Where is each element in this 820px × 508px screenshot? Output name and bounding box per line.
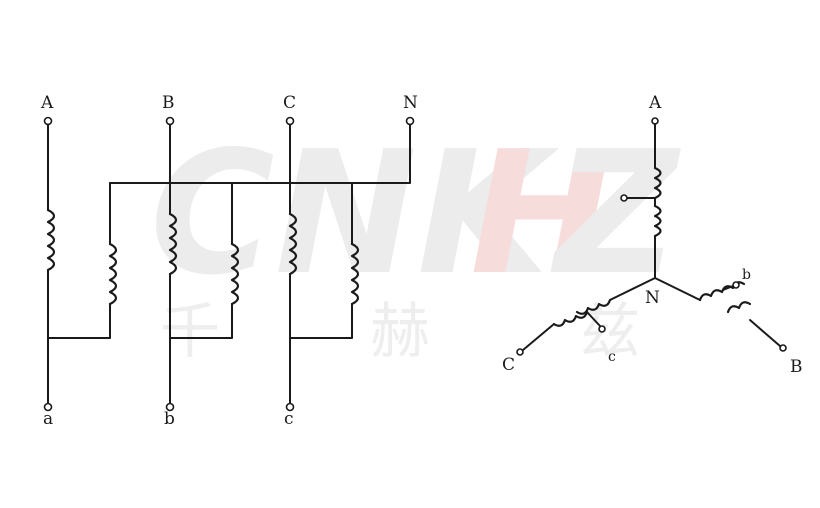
phasor-terminal-C: [516, 348, 524, 356]
phasor-b-wire-1: [654, 277, 701, 301]
phasor-c-coil-2: [552, 310, 589, 327]
label-b-left: b: [164, 409, 175, 429]
phasor-c-tap: [586, 311, 601, 327]
winding-zig-2: [230, 242, 240, 306]
wire-zig-3-to-c: [289, 303, 353, 339]
phasor-b-arm: [654, 277, 787, 352]
zigzag-phasor-diagram: A N b B C: [502, 93, 803, 377]
watermark-text-1: CNK: [150, 115, 560, 313]
phasor-b-coil-2: [726, 301, 752, 314]
winding-c-primary: [288, 212, 298, 276]
label-C-right: C: [502, 355, 515, 375]
phase-c-column: C c: [283, 93, 298, 429]
label-A-left: A: [40, 93, 54, 113]
watermark-text-2: H: [470, 115, 612, 313]
terminal-N: [405, 116, 415, 126]
winding-zig-1: [108, 242, 118, 306]
phasor-tap-a: [620, 194, 628, 202]
phasor-a-coil-1: [653, 166, 662, 200]
watermark-char-2: 赫: [370, 297, 430, 367]
phasor-terminal-B: [779, 344, 787, 352]
phasor-b-wire-2: [749, 319, 781, 347]
neutral-bus: [109, 123, 411, 184]
phasor-c-wire-2: [522, 323, 555, 351]
label-C-left: C: [283, 93, 296, 113]
watermark: CNK H Z 千 赫 兹: [150, 115, 681, 367]
phasor-c-arm: [516, 277, 656, 356]
winding-b-primary: [168, 212, 178, 276]
label-a-left: a: [43, 409, 53, 429]
label-N-left: N: [403, 93, 418, 113]
watermark-text-3: Z: [550, 115, 681, 313]
winding-a-primary: [46, 208, 56, 272]
phasor-c-wire-1: [609, 277, 656, 301]
label-N-right: N: [645, 288, 660, 308]
label-c-right: c: [608, 349, 616, 365]
terminal-a: [43, 402, 53, 412]
terminal-C: [285, 116, 295, 126]
phasor-tap-b: [732, 281, 740, 289]
label-B-left: B: [162, 93, 175, 113]
terminal-A: [43, 116, 53, 126]
phasor-c-coil-1: [575, 298, 612, 315]
label-A-right: A: [648, 93, 662, 113]
phasor-a-coil-2: [653, 204, 662, 238]
label-c-left: c: [284, 409, 294, 429]
neutral-terminal-group: N: [109, 93, 418, 184]
wire-zig-2-to-b: [169, 303, 233, 339]
wire-zig-1-to-a: [47, 303, 111, 339]
terminal-b: [165, 402, 175, 412]
terminal-B: [165, 116, 175, 126]
terminal-c: [285, 402, 295, 412]
winding-zig-3: [350, 242, 360, 306]
winding-connection-diagram: A a B b C c: [40, 93, 418, 429]
phase-a-column: A a: [40, 93, 56, 429]
label-b-right: b: [742, 267, 751, 283]
phasor-b-tap: [722, 285, 734, 291]
label-B-right: B: [790, 357, 803, 377]
phasor-tap-c: [598, 325, 606, 333]
